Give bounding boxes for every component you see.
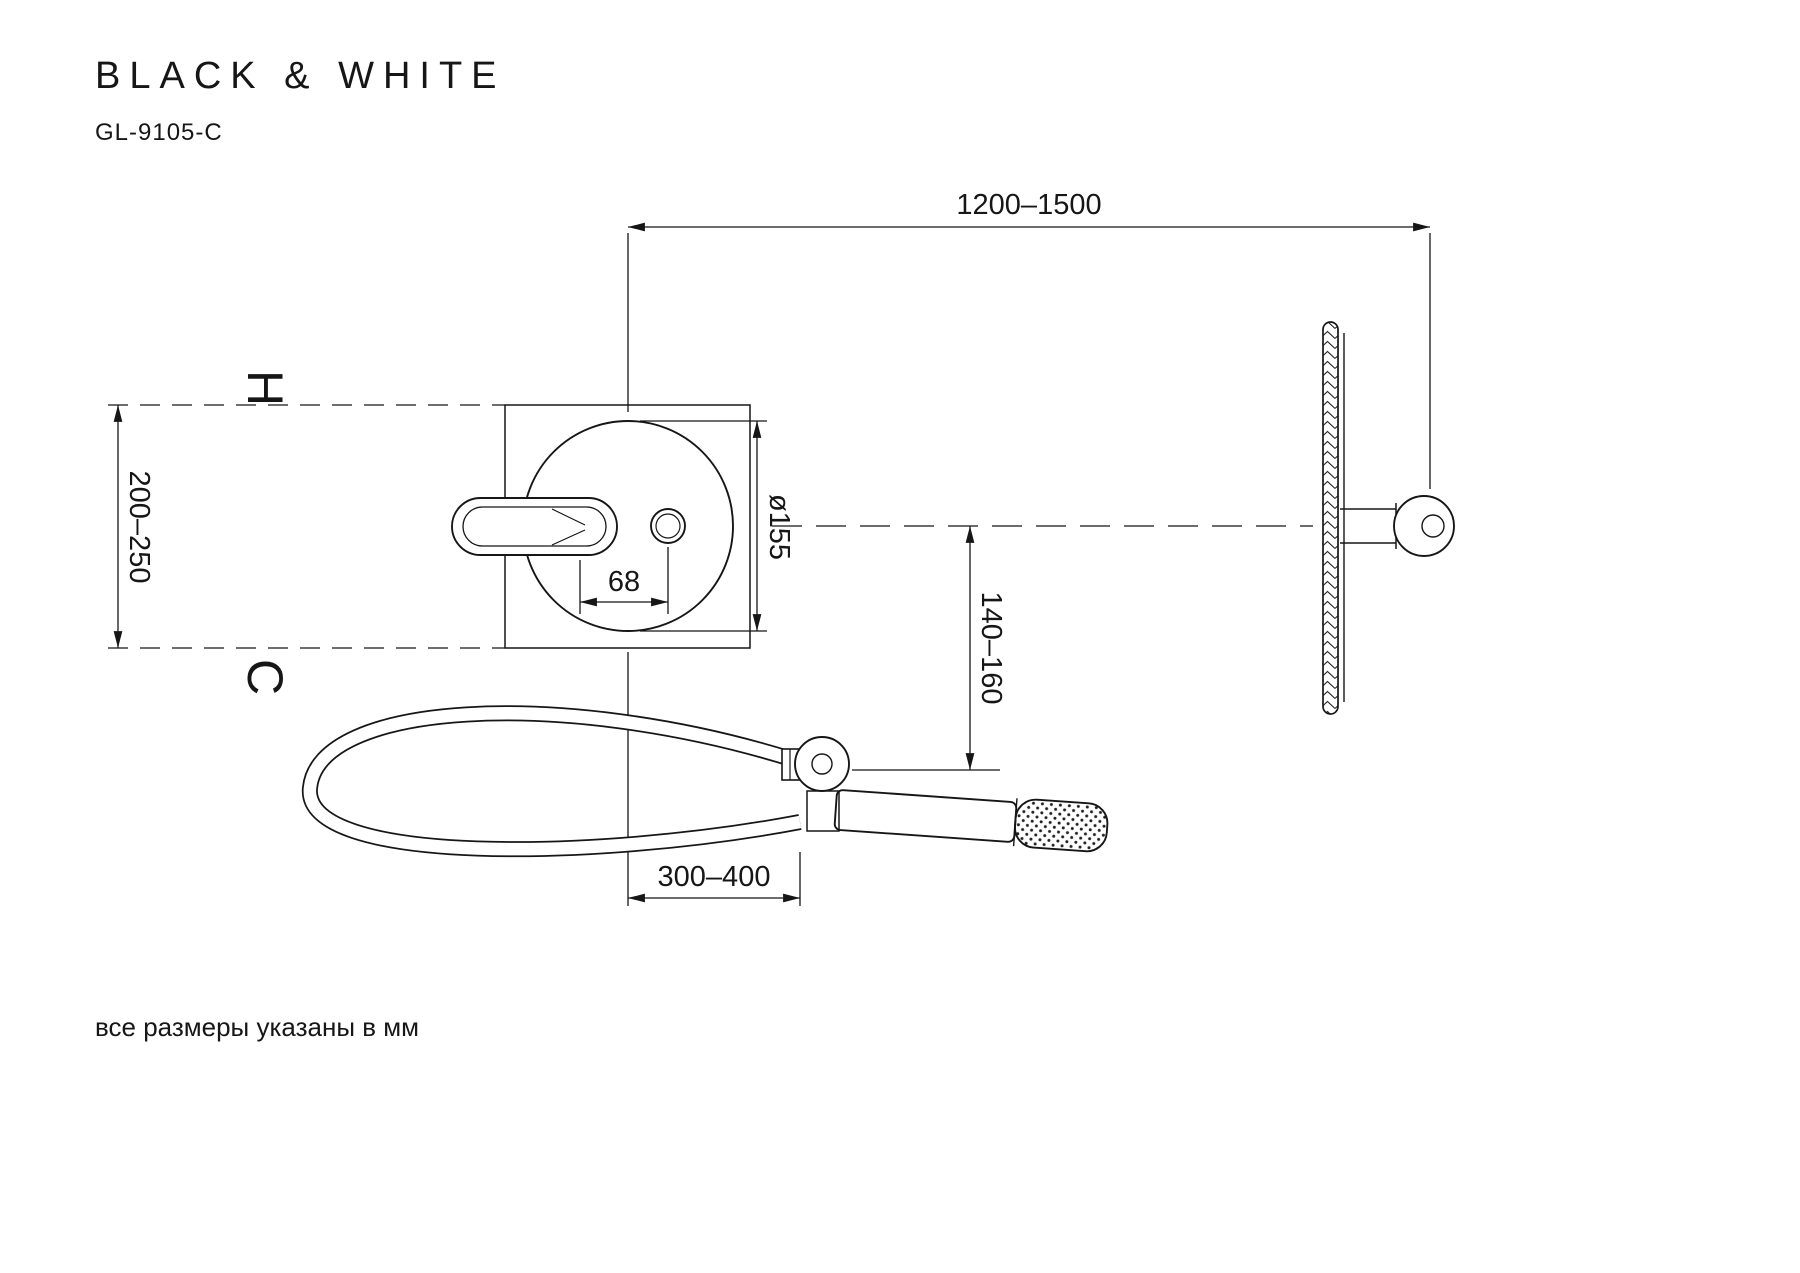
hot-water-label: H [237,370,293,406]
units-note: все размеры указаны в мм [95,1012,419,1042]
dimension-diameter [640,420,767,632]
wand-holder-clamp [806,790,840,832]
diverter-button-inner [655,513,681,539]
model-number: GL-9105-C [95,119,223,146]
hose-fill [303,707,802,856]
lever-handle-detail [551,508,586,546]
hand-shower-wand [833,789,1109,853]
cold-water-label: C [237,659,293,695]
shower-head-panel [1322,321,1339,715]
overhead-shower-side-view [1322,321,1455,715]
dimension-bottom-offset [627,652,801,906]
wand-spray-head [1014,798,1109,853]
dim-label-bottom-offset: 300–400 [658,861,771,893]
dimension-handle-offset [579,547,669,614]
lever-handle-inner [462,506,607,547]
dimension-drop [852,526,1000,771]
hand-shower-hose [301,705,802,858]
dim-label-top-width: 1200–1500 [956,189,1101,221]
lever-handle-outline [451,497,618,556]
mixer-valve-front-view [451,404,751,649]
dim-label-left-height: 200–250 [123,471,155,584]
hand-shower [781,736,1109,853]
wall-outlet-center [811,753,833,775]
dim-label-diameter: ø155 [763,494,795,560]
wall-joint-ball [1393,495,1455,557]
dim-label-handle-offset: 68 [608,566,640,598]
dimension-top-width [627,222,1431,489]
wand-head-divider [1012,798,1018,847]
dashed-reference-lines [108,404,505,649]
wand-handle [833,789,1018,843]
wall-joint-pin [1421,514,1445,538]
brand-logo: BLACK & WHITE [95,55,506,97]
dim-label-drop: 140–160 [975,592,1007,705]
